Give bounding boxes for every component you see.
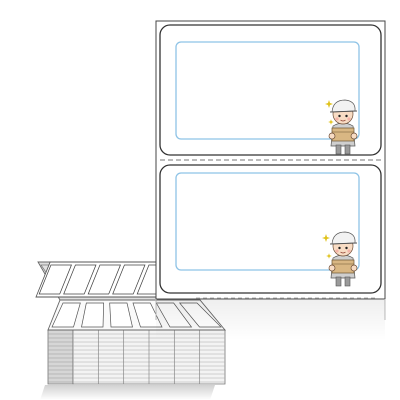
label-1-outline — [159, 24, 382, 156]
stack-reflection — [40, 385, 215, 400]
label-2-outline — [159, 164, 382, 294]
stack-label-cell — [51, 302, 81, 328]
sheet-reflection — [156, 300, 385, 340]
stack-label-cell — [81, 302, 105, 328]
stack-label-cell — [63, 264, 97, 295]
stack-side — [47, 329, 74, 385]
label-2 — [159, 164, 382, 294]
stack-label-cell — [112, 264, 146, 295]
stack-label-cell — [109, 302, 133, 328]
stack-label-cell — [38, 264, 72, 295]
label-1-print-frame — [175, 41, 360, 140]
courier-illustration-icon — [328, 231, 358, 287]
stack-label-cell — [87, 264, 121, 295]
stack-label-cell — [132, 302, 163, 328]
courier-illustration-icon — [328, 99, 358, 155]
label-2-print-frame — [175, 172, 360, 271]
label-1 — [159, 24, 382, 156]
stack-front-face — [72, 329, 226, 385]
label-sheet — [155, 20, 386, 340]
